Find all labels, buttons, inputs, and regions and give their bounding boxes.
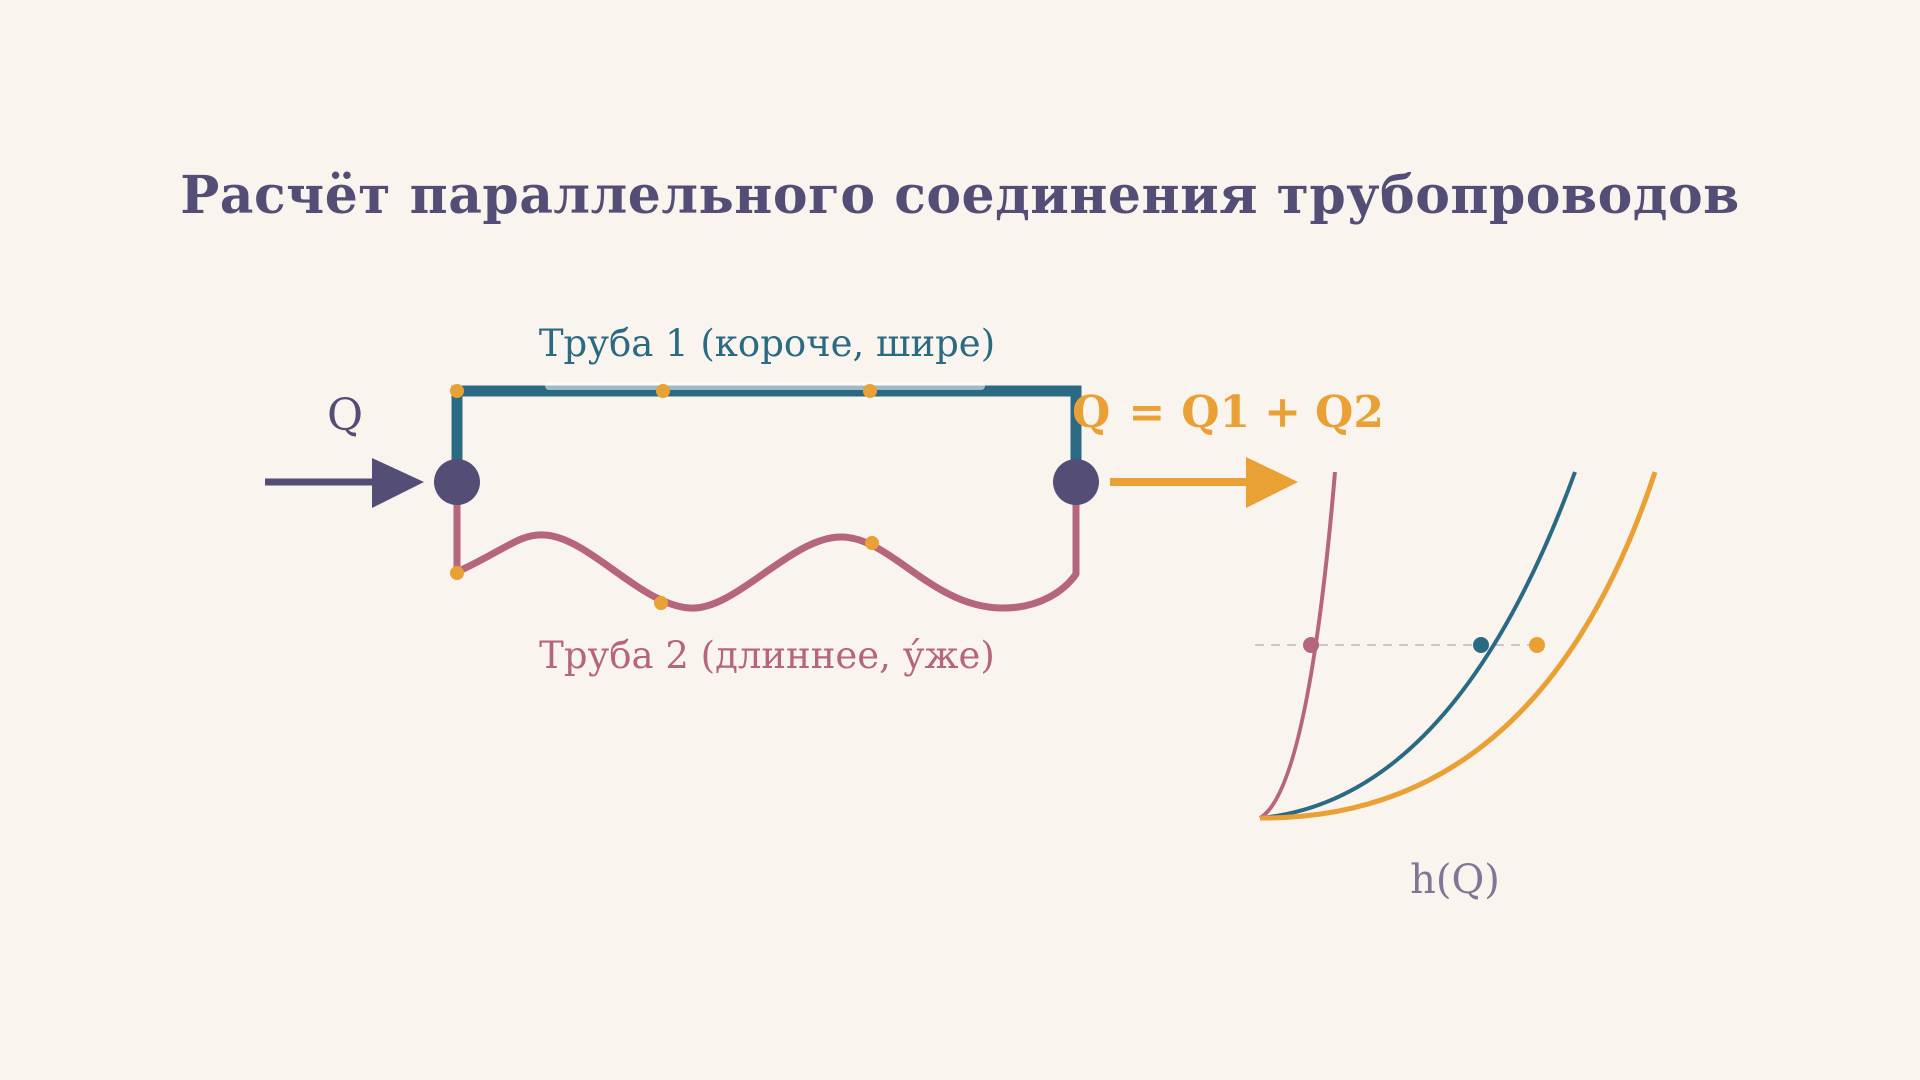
equals-sign: = <box>1128 387 1165 438</box>
flow-dot <box>450 566 464 580</box>
flow-balance-equation: Q = Q1 + Q2 <box>1072 387 1384 438</box>
head-curve-label: h(Q) <box>1410 857 1500 903</box>
flow-dot <box>865 536 879 550</box>
pipe-1 <box>451 385 1082 482</box>
curve-pipe-2 <box>1258 471 1337 820</box>
outflow-arrow-head <box>1246 457 1298 508</box>
flow-dot <box>656 384 670 398</box>
pipe-1-highlight <box>545 382 985 390</box>
page-title: Расчёт параллельного соединения трубопро… <box>180 165 1740 226</box>
inflow-label: Q <box>327 390 363 441</box>
flow-dot <box>863 384 877 398</box>
flow-q1-symbol: Q1 <box>1181 387 1250 438</box>
pipe-1-label: Труба 1 (короче, шире) <box>539 322 995 365</box>
operating-point-combined <box>1529 637 1545 653</box>
outlet-node <box>1053 459 1099 505</box>
pipe-2 <box>453 482 1080 612</box>
total-flow-symbol: Q <box>1072 387 1110 438</box>
operating-point-pipe-2 <box>1303 637 1319 653</box>
pipe-2-label: Труба 2 (длиннее, у́же) <box>539 634 995 677</box>
flow-dot <box>654 596 668 610</box>
inflow-arrow-head <box>372 458 424 508</box>
operating-point-pipe-1 <box>1473 637 1489 653</box>
curve-pipe-1 <box>1259 471 1577 820</box>
flow-q2-symbol: Q2 <box>1315 387 1384 438</box>
plus-sign: + <box>1264 387 1301 438</box>
curve-combined <box>1259 471 1658 821</box>
inlet-node <box>434 459 480 505</box>
flow-dot <box>450 384 464 398</box>
